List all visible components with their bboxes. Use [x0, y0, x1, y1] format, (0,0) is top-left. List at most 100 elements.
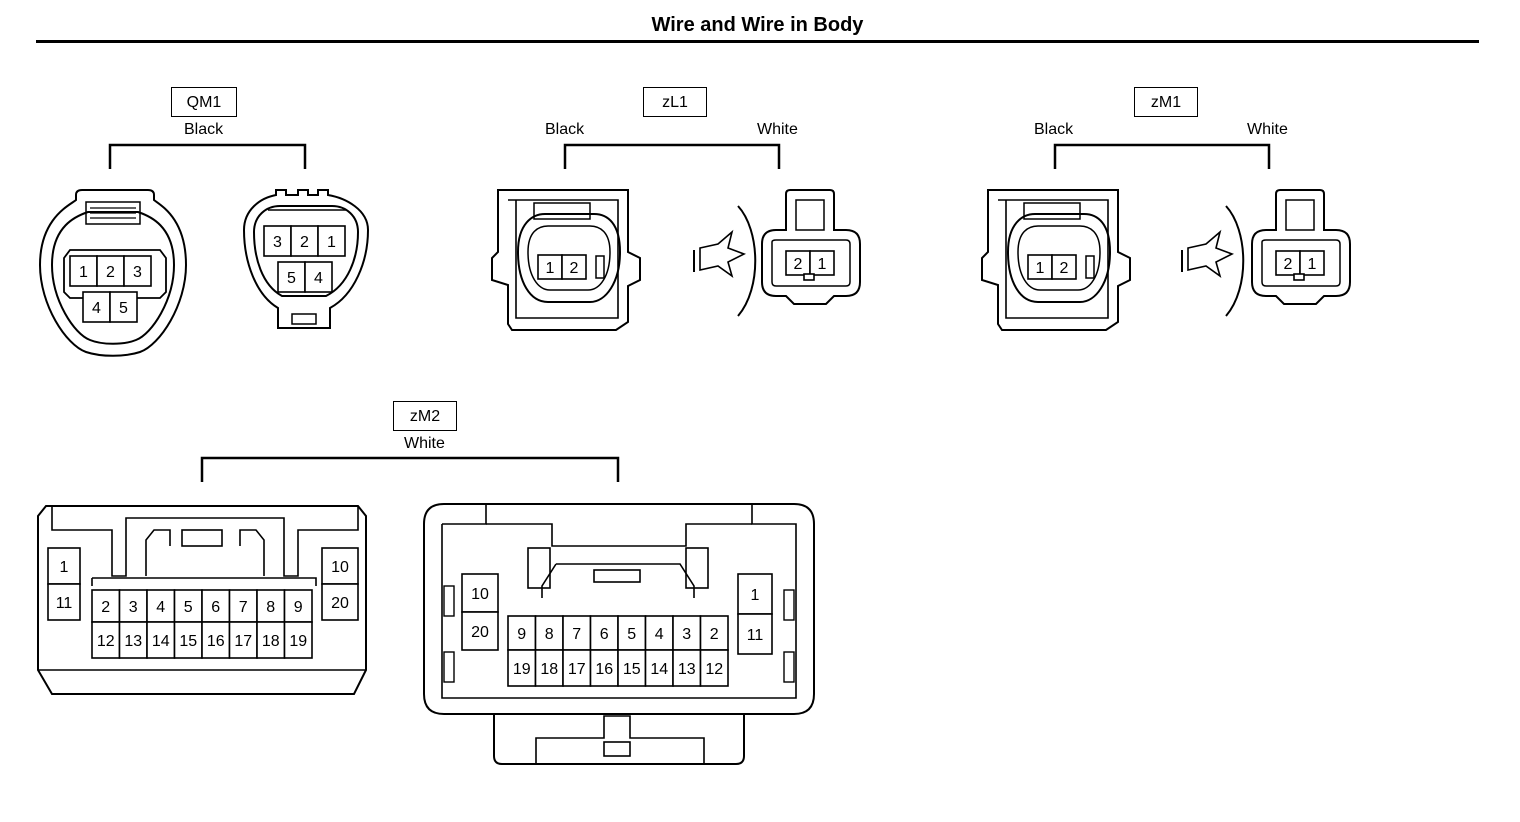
pin-zm1-right-2: 2	[1275, 250, 1301, 276]
svg-text:2: 2	[570, 260, 579, 277]
pin-zm2-right-13: 13	[672, 649, 702, 687]
pin-zm2-left-7: 7	[228, 589, 258, 623]
connector-zm2-left	[37, 505, 367, 695]
svg-text:12: 12	[705, 661, 723, 678]
connector-tag-qm1: QM1	[171, 87, 237, 117]
svg-text:8: 8	[266, 599, 275, 616]
svg-text:17: 17	[568, 661, 586, 678]
pin-zm2-left-13: 13	[118, 621, 148, 659]
svg-text:9: 9	[294, 599, 303, 616]
color-label-zm2: White	[404, 435, 445, 452]
connector-tag-zm1: zM1	[1134, 87, 1198, 117]
svg-text:17: 17	[234, 633, 252, 650]
pin-qm1-left-1: 1	[69, 255, 98, 287]
bracket-zm2	[200, 456, 620, 482]
pin-zm2-left-16: 16	[201, 621, 231, 659]
pin-zm2-right-5: 5	[617, 615, 647, 651]
pin-zm2-right-17: 17	[562, 649, 592, 687]
svg-text:2: 2	[101, 599, 110, 616]
pin-zm2-right-6: 6	[589, 615, 619, 651]
color-label-zm1-right: White	[1247, 121, 1288, 138]
svg-text:2: 2	[710, 626, 719, 643]
pin-zl1-left-1: 1	[537, 254, 563, 280]
svg-text:3: 3	[273, 234, 282, 251]
connector-tag-zl1: zL1	[643, 87, 707, 117]
svg-text:7: 7	[572, 626, 581, 643]
connector-zm2-right	[423, 503, 815, 765]
svg-text:11: 11	[56, 595, 73, 612]
connector-zl1-right	[693, 189, 861, 317]
pin-zm2-right-4: 4	[644, 615, 674, 651]
svg-text:20: 20	[471, 624, 489, 641]
pin-zm2-left-14: 14	[146, 621, 176, 659]
pin-zm2-left-8: 8	[256, 589, 286, 623]
svg-text:3: 3	[129, 599, 138, 616]
pin-qm1-left-2: 2	[96, 255, 125, 287]
pin-zm2-left-4: 4	[146, 589, 176, 623]
svg-text:1: 1	[751, 587, 760, 604]
svg-text:10: 10	[471, 586, 489, 603]
svg-text:9: 9	[517, 626, 526, 643]
connector-tag-zm2: zM2	[393, 401, 457, 431]
pin-qm1-right-3: 3	[263, 225, 292, 257]
pin-zm2-left-10: 10	[321, 547, 359, 585]
pin-zm2-right-10: 10	[461, 573, 499, 613]
svg-text:14: 14	[650, 661, 668, 678]
pin-zm2-left-9: 9	[283, 589, 313, 623]
svg-text:13: 13	[678, 661, 696, 678]
pin-zm2-left-6: 6	[201, 589, 231, 623]
pin-zm1-right-1: 1	[1299, 250, 1325, 276]
pin-zm2-left-17: 17	[228, 621, 258, 659]
svg-text:11: 11	[747, 627, 764, 644]
svg-text:3: 3	[133, 264, 142, 281]
pin-zm1-left-2: 2	[1051, 254, 1077, 280]
color-label-qm1: Black	[184, 121, 224, 138]
bracket-zm1	[1053, 143, 1271, 169]
pin-zm2-left-18: 18	[256, 621, 286, 659]
svg-text:16: 16	[207, 633, 225, 650]
svg-text:2: 2	[794, 256, 803, 273]
svg-text:16: 16	[595, 661, 613, 678]
pin-zm2-right-19: 19	[507, 649, 537, 687]
svg-text:1: 1	[79, 264, 88, 281]
title-rule	[36, 40, 1479, 43]
pin-zm2-left-2: 2	[91, 589, 121, 623]
bracket-qm1	[108, 143, 307, 169]
pin-zm2-right-2: 2	[699, 615, 729, 651]
pin-zm2-right-11: 11	[737, 613, 773, 655]
pin-zm2-left-3: 3	[118, 589, 148, 623]
pin-zm2-left-11: 11	[47, 583, 81, 621]
key-mark	[1293, 273, 1305, 281]
svg-text:6: 6	[211, 599, 220, 616]
svg-text:2: 2	[300, 234, 309, 251]
pin-zm2-right-12: 12	[699, 649, 729, 687]
pin-qm1-right-1: 1	[317, 225, 346, 257]
pin-zm2-right-15: 15	[617, 649, 647, 687]
pin-zm2-left-5: 5	[173, 589, 203, 623]
svg-text:4: 4	[655, 626, 664, 643]
pin-zm2-left-20: 20	[321, 583, 359, 621]
pin-zm2-left-15: 15	[173, 621, 203, 659]
svg-text:1: 1	[1036, 260, 1045, 277]
pin-zm2-right-8: 8	[534, 615, 564, 651]
svg-text:8: 8	[545, 626, 554, 643]
pin-zm2-right-16: 16	[589, 649, 619, 687]
svg-text:7: 7	[239, 599, 248, 616]
color-label-zl1-left: Black	[545, 121, 585, 138]
svg-text:1: 1	[327, 234, 336, 251]
svg-text:1: 1	[818, 256, 827, 273]
pin-zm2-right-14: 14	[644, 649, 674, 687]
svg-text:15: 15	[179, 633, 197, 650]
svg-text:10: 10	[331, 559, 349, 576]
pin-zm2-right-9: 9	[507, 615, 537, 651]
pin-zm1-left-1: 1	[1027, 254, 1053, 280]
svg-text:14: 14	[152, 633, 170, 650]
svg-text:2: 2	[1284, 256, 1293, 273]
pin-zm2-left-1: 1	[47, 547, 81, 585]
pin-zm2-right-1: 1	[737, 573, 773, 615]
page-title: Wire and Wire in Body	[651, 14, 864, 36]
svg-text:2: 2	[1060, 260, 1069, 277]
svg-text:19: 19	[513, 661, 531, 678]
